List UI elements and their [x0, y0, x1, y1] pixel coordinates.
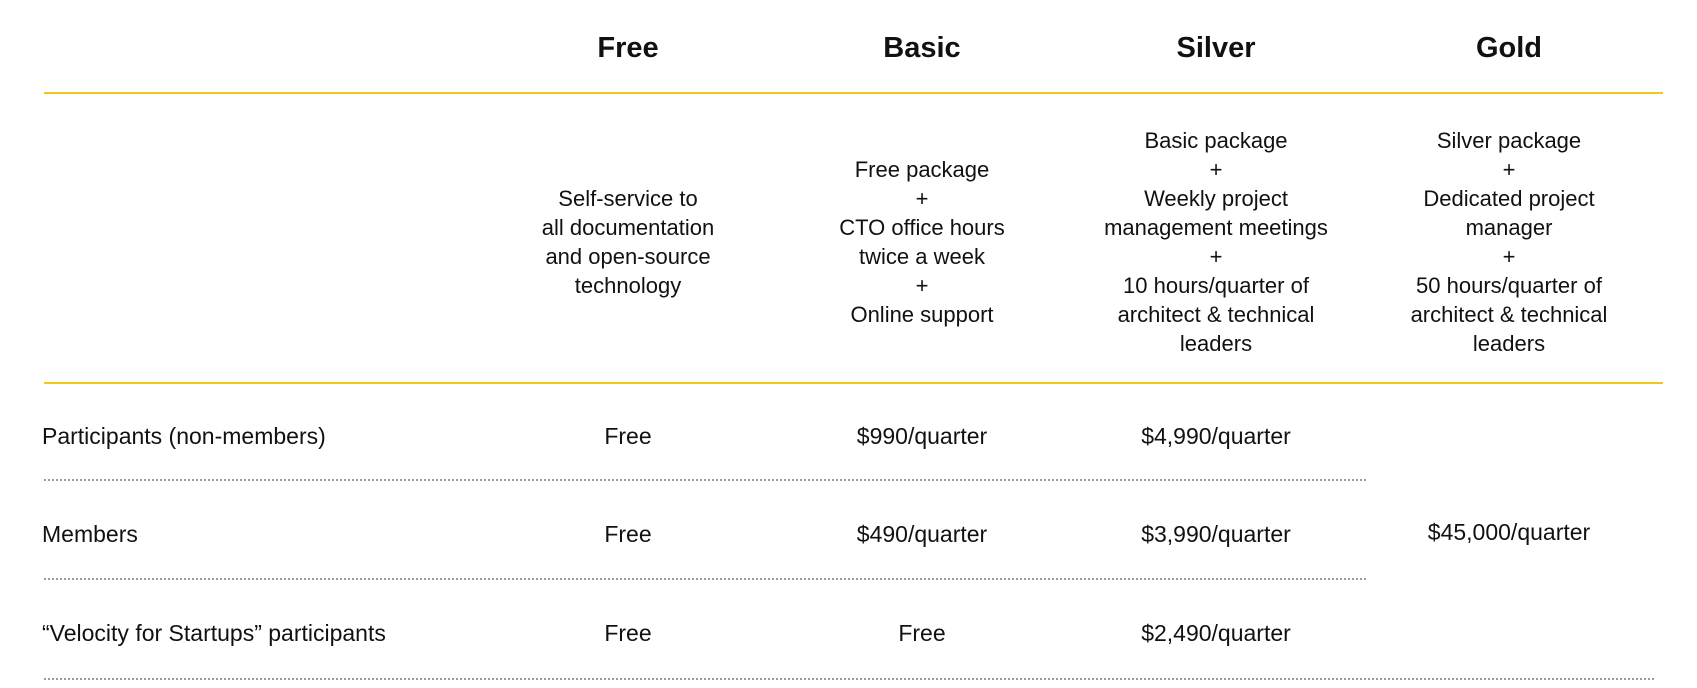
plan-header-free: Free [597, 32, 659, 64]
description-plus: + [915, 186, 929, 211]
plan-description-silver: Basic package + Weekly project managemen… [1081, 126, 1351, 358]
price-cell: $4,990/quarter [1141, 423, 1291, 449]
description-line: leaders [1472, 331, 1546, 356]
description-plus: + [1209, 244, 1223, 269]
plan-description-basic: Free package + CTO office hours twice a … [787, 126, 1057, 358]
row-label-members: Members [42, 521, 138, 547]
row-label-participants: Participants (non-members) [42, 423, 326, 449]
description-line: architect & technical [1117, 302, 1315, 327]
price-cell: Free [898, 620, 946, 646]
description-line: CTO office hours [839, 215, 1005, 240]
description-line: Free package [854, 157, 990, 182]
description-plus: + [1209, 157, 1223, 182]
price-cell: $2,490/quarter [1141, 620, 1291, 646]
row-divider [44, 578, 1366, 580]
header-divider [44, 92, 1663, 94]
description-line: manager [1465, 215, 1553, 240]
price-cell: $490/quarter [856, 521, 988, 547]
plan-header-gold: Gold [1475, 32, 1543, 64]
description-divider [44, 382, 1663, 384]
row-divider [44, 678, 1654, 680]
description-line: 50 hours/quarter of [1416, 273, 1602, 298]
description-line: 10 hours/quarter of [1123, 273, 1309, 298]
description-line: and open-source [545, 244, 711, 269]
plan-description-gold: Silver package + Dedicated project manag… [1374, 126, 1644, 358]
description-plus: + [1502, 157, 1516, 182]
row-label-startups: “Velocity for Startups” participants [42, 620, 386, 646]
gold-price: $45,000/quarter [1427, 519, 1591, 545]
description-line: architect & technical [1410, 302, 1608, 327]
description-line: twice a week [859, 244, 985, 269]
price-cell: $3,990/quarter [1141, 521, 1291, 547]
plan-header-silver: Silver [1176, 32, 1256, 64]
description-line: technology [574, 273, 682, 298]
description-line: Weekly project [1144, 186, 1288, 211]
price-cell: Free [604, 423, 652, 449]
plan-description-free: Self-service to all documentation and op… [493, 126, 763, 358]
description-line: leaders [1179, 331, 1253, 356]
description-plus: + [1502, 244, 1516, 269]
price-cell: Free [604, 521, 652, 547]
row-divider [44, 479, 1366, 481]
description-line: all documentation [541, 215, 715, 240]
description-line: Silver package [1436, 128, 1582, 153]
plan-header-basic: Basic [883, 32, 961, 64]
description-line: Dedicated project [1423, 186, 1595, 211]
description-plus: + [915, 273, 929, 298]
description-line: Basic package [1144, 128, 1288, 153]
description-line: Self-service to [558, 186, 698, 211]
price-cell: Free [604, 620, 652, 646]
description-line: management meetings [1104, 215, 1328, 240]
description-line: Online support [850, 302, 994, 327]
price-cell: $990/quarter [856, 423, 988, 449]
